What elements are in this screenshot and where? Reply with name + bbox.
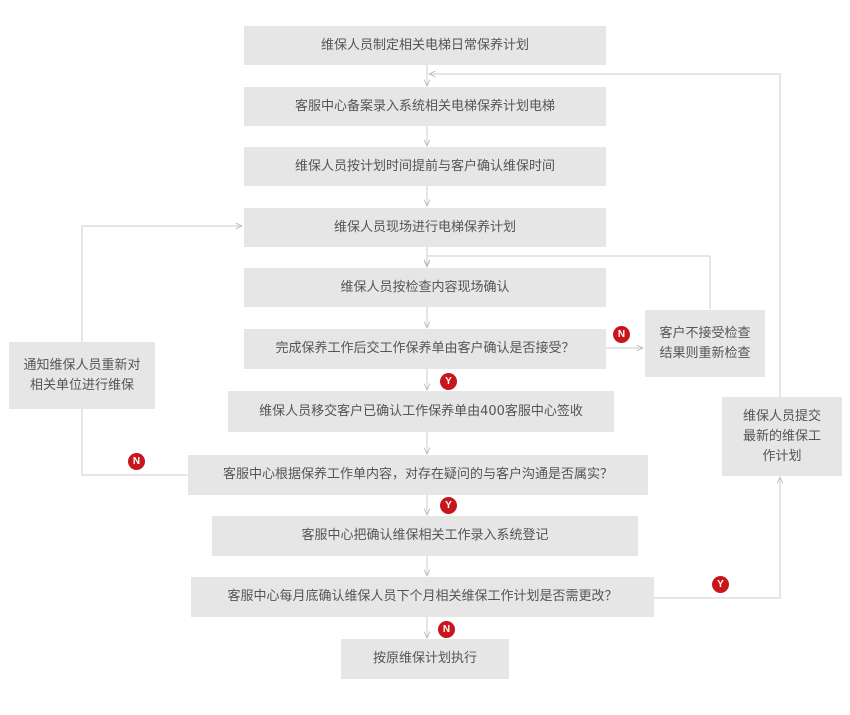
arrow-recheck-s5 [427, 255, 711, 309]
step-box-handover-400: 维保人员移交客户已确认工作保养单由400客服中心签收 [228, 391, 614, 432]
no-badge-no-change: N [438, 621, 455, 638]
side-box-recheck: 客户不接受检查结果则重新检查 [645, 310, 765, 377]
yes-badge-customer-accept: Y [440, 373, 457, 390]
decision-box-customer-accept: 完成保养工作后交工作保养单由客户确认是否接受？ [244, 329, 606, 369]
yes-badge-verify-pass: Y [440, 497, 457, 514]
step-box-record-system: 客服中心把确认维保相关工作录入系统登记 [212, 516, 638, 556]
step-box-create-plan: 维保人员制定相关电梯日常保养计划 [244, 26, 606, 65]
step-box-onsite-maintenance: 维保人员现场进行电梯保养计划 [244, 208, 606, 247]
no-badge-verify-fail: N [128, 453, 145, 470]
step-box-record-plan: 客服中心备案录入系统相关电梯保养计划电梯 [244, 87, 606, 126]
arrow-s10-resubmit [654, 477, 780, 599]
step-box-execute-original: 按原维保计划执行 [341, 639, 509, 679]
decision-box-verify-content: 客服中心根据保养工作单内容，对存在疑问的与客户沟通是否属实？ [188, 455, 648, 495]
side-box-notify-redo: 通知维保人员重新对相关单位进行维保 [9, 342, 155, 409]
decision-box-monthly-change: 客服中心每月底确认维保人员下个月相关维保工作计划是否需更改？ [191, 577, 654, 617]
step-box-confirm-time: 维保人员按计划时间提前与客户确认维保时间 [244, 147, 606, 186]
side-box-resubmit-plan: 维保人员提交最新的维保工作计划 [722, 397, 842, 476]
no-badge-customer-reject: N [613, 326, 630, 343]
arrow-resubmit-s2 [429, 74, 781, 397]
step-box-onsite-check: 维保人员按检查内容现场确认 [244, 268, 606, 307]
yes-badge-plan-change: Y [712, 576, 729, 593]
